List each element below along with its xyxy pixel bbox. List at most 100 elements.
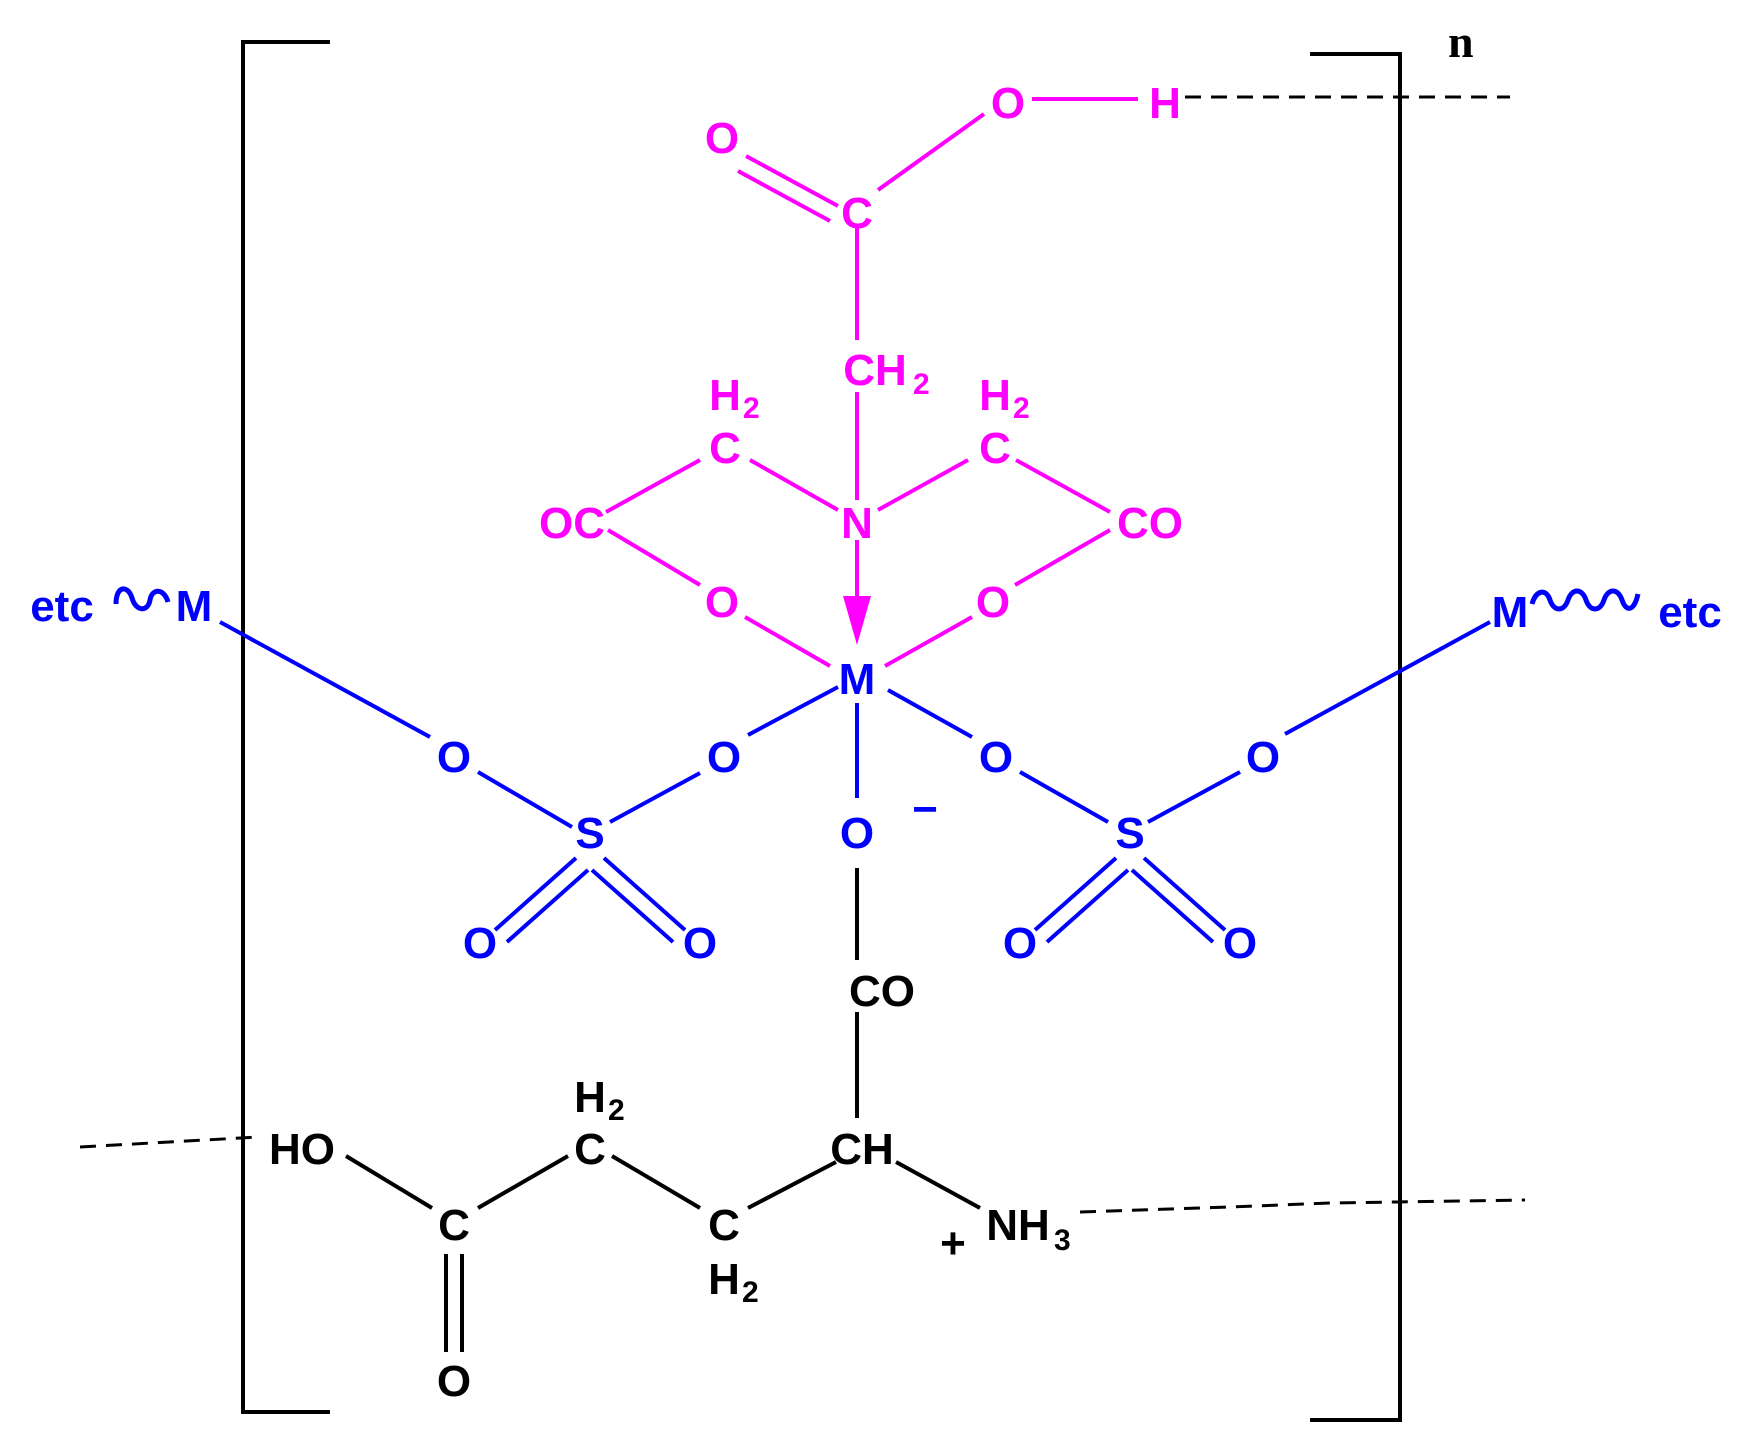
sulfate-right-o-bl: O	[1003, 919, 1037, 968]
backbone-ch2-top-h: H	[574, 1073, 606, 1122]
chain-right-dash	[1079, 1198, 1526, 1214]
bond-n-right-c	[877, 458, 969, 512]
bond-s-o-inner-left	[609, 771, 701, 824]
bridge-o-charge: −	[912, 785, 938, 834]
backbone-co: CO	[849, 967, 915, 1016]
sulfate-left-s: S	[575, 809, 604, 858]
bond-ls-o-bl-a	[493, 856, 578, 932]
wavy-bond-right	[1529, 588, 1641, 612]
bond-ch2top-ch2bot	[610, 1154, 702, 1210]
ligand-left-c: C	[709, 424, 741, 473]
bond-rs-o-bl-b	[1045, 868, 1130, 944]
bond-left-o-m	[744, 615, 831, 668]
ligand-hydroxyl-h: H	[1149, 79, 1181, 128]
bond-n-left-c	[749, 458, 839, 512]
bond-ho-c	[344, 1154, 434, 1210]
sulfate-right-o-outer: O	[1246, 733, 1280, 782]
ligand-left-h: H	[709, 371, 741, 420]
ligand-carboxyl-c: C	[841, 189, 873, 238]
bond-ls-o-br-a	[602, 856, 687, 932]
sulfate-right-o-inner: O	[979, 733, 1013, 782]
bond-rs-o-br-b	[1130, 868, 1215, 944]
repeat-brackets	[241, 40, 1402, 1422]
bridge-o: O	[840, 809, 874, 858]
bond-oc-o	[606, 528, 702, 587]
bond-c-o-double-a	[745, 154, 839, 208]
ligand-labels: O O H C CH H C H C N OC CO O O	[539, 79, 1183, 627]
backbone-ch2-top-c: C	[574, 1125, 606, 1174]
bond-ls-o-br-b	[590, 868, 675, 944]
sulfate-left-o-bl: O	[463, 919, 497, 968]
bond-ch-nh3	[895, 1160, 981, 1210]
ligand-bonds	[605, 97, 1138, 668]
ligand-right-h: H	[979, 371, 1011, 420]
bond-right-o-m	[884, 615, 973, 668]
bond-s-o-right	[1147, 770, 1241, 824]
dashed-lines	[79, 95, 1526, 1214]
backbone-bonds	[344, 868, 981, 1352]
backbone-c1-o: O	[437, 1357, 471, 1406]
sulfate-left-o-outer: O	[437, 733, 471, 782]
backbone-subscripts: 2 2 3	[608, 1094, 1071, 1309]
ligand-subscripts: 2 2 2	[743, 368, 1030, 425]
bond-o-s-right	[1019, 770, 1109, 824]
right-end-etc: etc	[1658, 588, 1722, 637]
ligand-left-o: O	[705, 578, 739, 627]
bond-rs-o-bl-a	[1033, 856, 1118, 932]
right-end-metal: M	[1492, 588, 1529, 637]
ligand-right-o: O	[976, 578, 1010, 627]
left-end-etc: etc	[30, 582, 94, 631]
backbone-ch2-top-sub: 2	[608, 1094, 625, 1127]
backbone-labels: CO HO C O H C CH C H + NH	[269, 967, 1050, 1406]
backbone-ho: HO	[269, 1125, 335, 1174]
right-bracket	[1310, 52, 1402, 1422]
backbone-plus: +	[940, 1219, 966, 1268]
bond-ls-o-bl-b	[505, 868, 590, 944]
bond-o-m-left	[747, 685, 839, 737]
bond-left-m-o	[219, 620, 431, 739]
ligand-ch2-sub: 2	[913, 368, 930, 401]
bond-ch2bot-ch	[747, 1160, 837, 1210]
dative-arrowhead	[843, 596, 871, 645]
bond-o-m-right-end	[1284, 620, 1491, 736]
backbone-c1: C	[438, 1201, 470, 1250]
sulfate-left-o-br: O	[683, 919, 717, 968]
ligand-right-h-sub: 2	[1013, 392, 1030, 425]
bond-left-o-s	[476, 770, 574, 829]
left-end-metal: M	[176, 582, 213, 631]
bond-c-ch2top	[476, 1154, 570, 1210]
ligand-hydroxyl-o: O	[991, 79, 1025, 128]
bond-co-o	[1013, 528, 1112, 587]
bond-rs-o-br-a	[1142, 856, 1227, 932]
backbone-ch2-bottom-h: H	[708, 1255, 740, 1304]
chain-left-dash	[79, 1135, 259, 1149]
sulfate-right-o-br: O	[1223, 919, 1257, 968]
backbone-ch2-bottom-sub: 2	[742, 1276, 759, 1309]
ligand-right-c: C	[979, 424, 1011, 473]
metal-labels: etc M M etc M O O S O O O O S O O O −	[30, 582, 1722, 968]
bond-left-c-oc	[605, 458, 701, 514]
sulfate-left-o-inner: O	[707, 733, 741, 782]
bond-c-oh	[876, 112, 986, 192]
central-metal: M	[839, 655, 876, 704]
bond-right-c-co	[1015, 458, 1111, 514]
bond-m-o-right	[887, 688, 973, 739]
ligand-carbonyl-o: O	[705, 114, 739, 163]
backbone-ch2-bottom-c: C	[708, 1201, 740, 1250]
wavy-bond-left	[113, 586, 171, 612]
ligand-ch2-main: CH	[843, 346, 907, 395]
repeat-label: n	[1448, 16, 1474, 67]
left-bracket	[241, 40, 330, 1414]
backbone-nh3-sub: 3	[1054, 1224, 1071, 1257]
ligand-nitrogen: N	[841, 499, 873, 548]
bond-c-o-double-b	[737, 169, 831, 223]
backbone-nh3: NH	[986, 1201, 1050, 1250]
metal-bonds	[113, 586, 1641, 944]
sulfate-right-s: S	[1115, 809, 1144, 858]
ligand-right-carboxyl: CO	[1117, 499, 1183, 548]
ligand-left-h-sub: 2	[743, 392, 760, 425]
backbone-ch: CH	[830, 1125, 894, 1174]
ligand-left-carboxyl: OC	[539, 499, 605, 548]
